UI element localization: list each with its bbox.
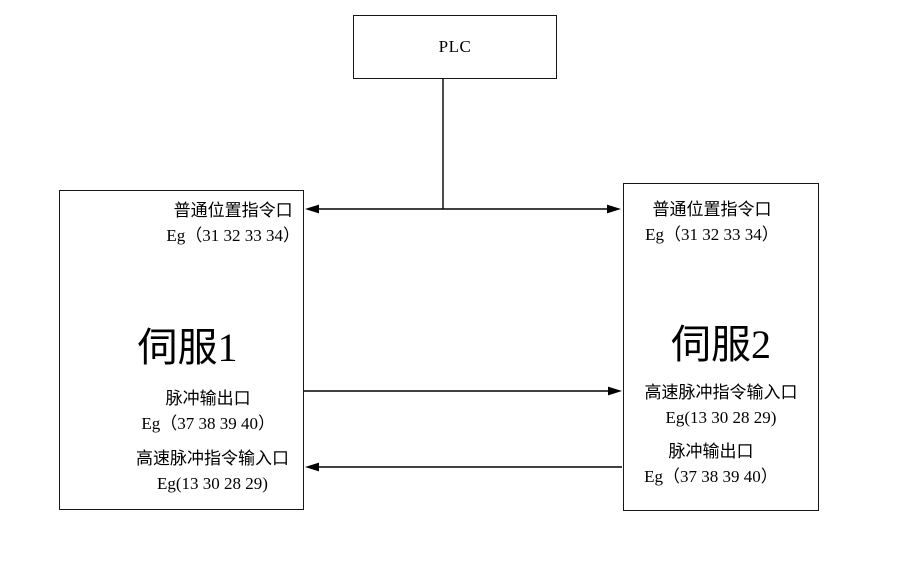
port-pins: Eg(13 30 28 29) xyxy=(157,474,268,493)
port-name: 普通位置指令口 xyxy=(652,200,772,219)
port-pins: Eg（37 38 39 40） xyxy=(141,414,275,433)
port-pins: Eg（31 32 33 34） xyxy=(166,226,300,245)
servo2-highspeed-pulse-input-port: 高速脉冲指令输入口 Eg(13 30 28 29) xyxy=(624,380,818,430)
port-pins: Eg（31 32 33 34） xyxy=(645,225,779,244)
port-pins: Eg(13 30 28 29) xyxy=(665,408,777,427)
servo2-position-command-port: 普通位置指令口 Eg（31 32 33 34） xyxy=(626,197,798,247)
servo1-box: 普通位置指令口 Eg（31 32 33 34） 伺服1 脉冲输出口 Eg（37 … xyxy=(59,190,304,510)
port-pins: Eg（37 38 39 40） xyxy=(644,467,778,486)
port-name: 脉冲输出口 xyxy=(668,442,754,461)
servo1-title: 伺服1 xyxy=(137,325,238,370)
servo1-position-command-port: 普通位置指令口 Eg（31 32 33 34） xyxy=(166,198,300,248)
servo2-pulse-to-servo1-arrow xyxy=(305,462,622,472)
plc-label: PLC xyxy=(438,37,472,56)
port-name: 高速脉冲指令输入口 xyxy=(644,383,798,402)
servo2-pulse-output-port: 脉冲输出口 Eg（37 38 39 40） xyxy=(626,439,796,489)
port-name: 普通位置指令口 xyxy=(173,201,293,220)
port-name: 脉冲输出口 xyxy=(165,389,251,408)
servo2-box: 普通位置指令口 Eg（31 32 33 34） 伺服2 高速脉冲指令输入口 Eg… xyxy=(623,183,819,511)
servo2-title: 伺服2 xyxy=(671,322,771,367)
servo1-pulse-output-port: 脉冲输出口 Eg（37 38 39 40） xyxy=(141,386,275,436)
plc-box: PLC xyxy=(353,15,557,79)
servo1-pulse-to-servo2-arrow xyxy=(304,386,622,396)
port-name: 高速脉冲指令输入口 xyxy=(136,449,289,468)
plc-servo-bidirectional-arrow xyxy=(305,204,621,214)
servo1-highspeed-pulse-input-port: 高速脉冲指令输入口 Eg(13 30 28 29) xyxy=(136,446,289,496)
